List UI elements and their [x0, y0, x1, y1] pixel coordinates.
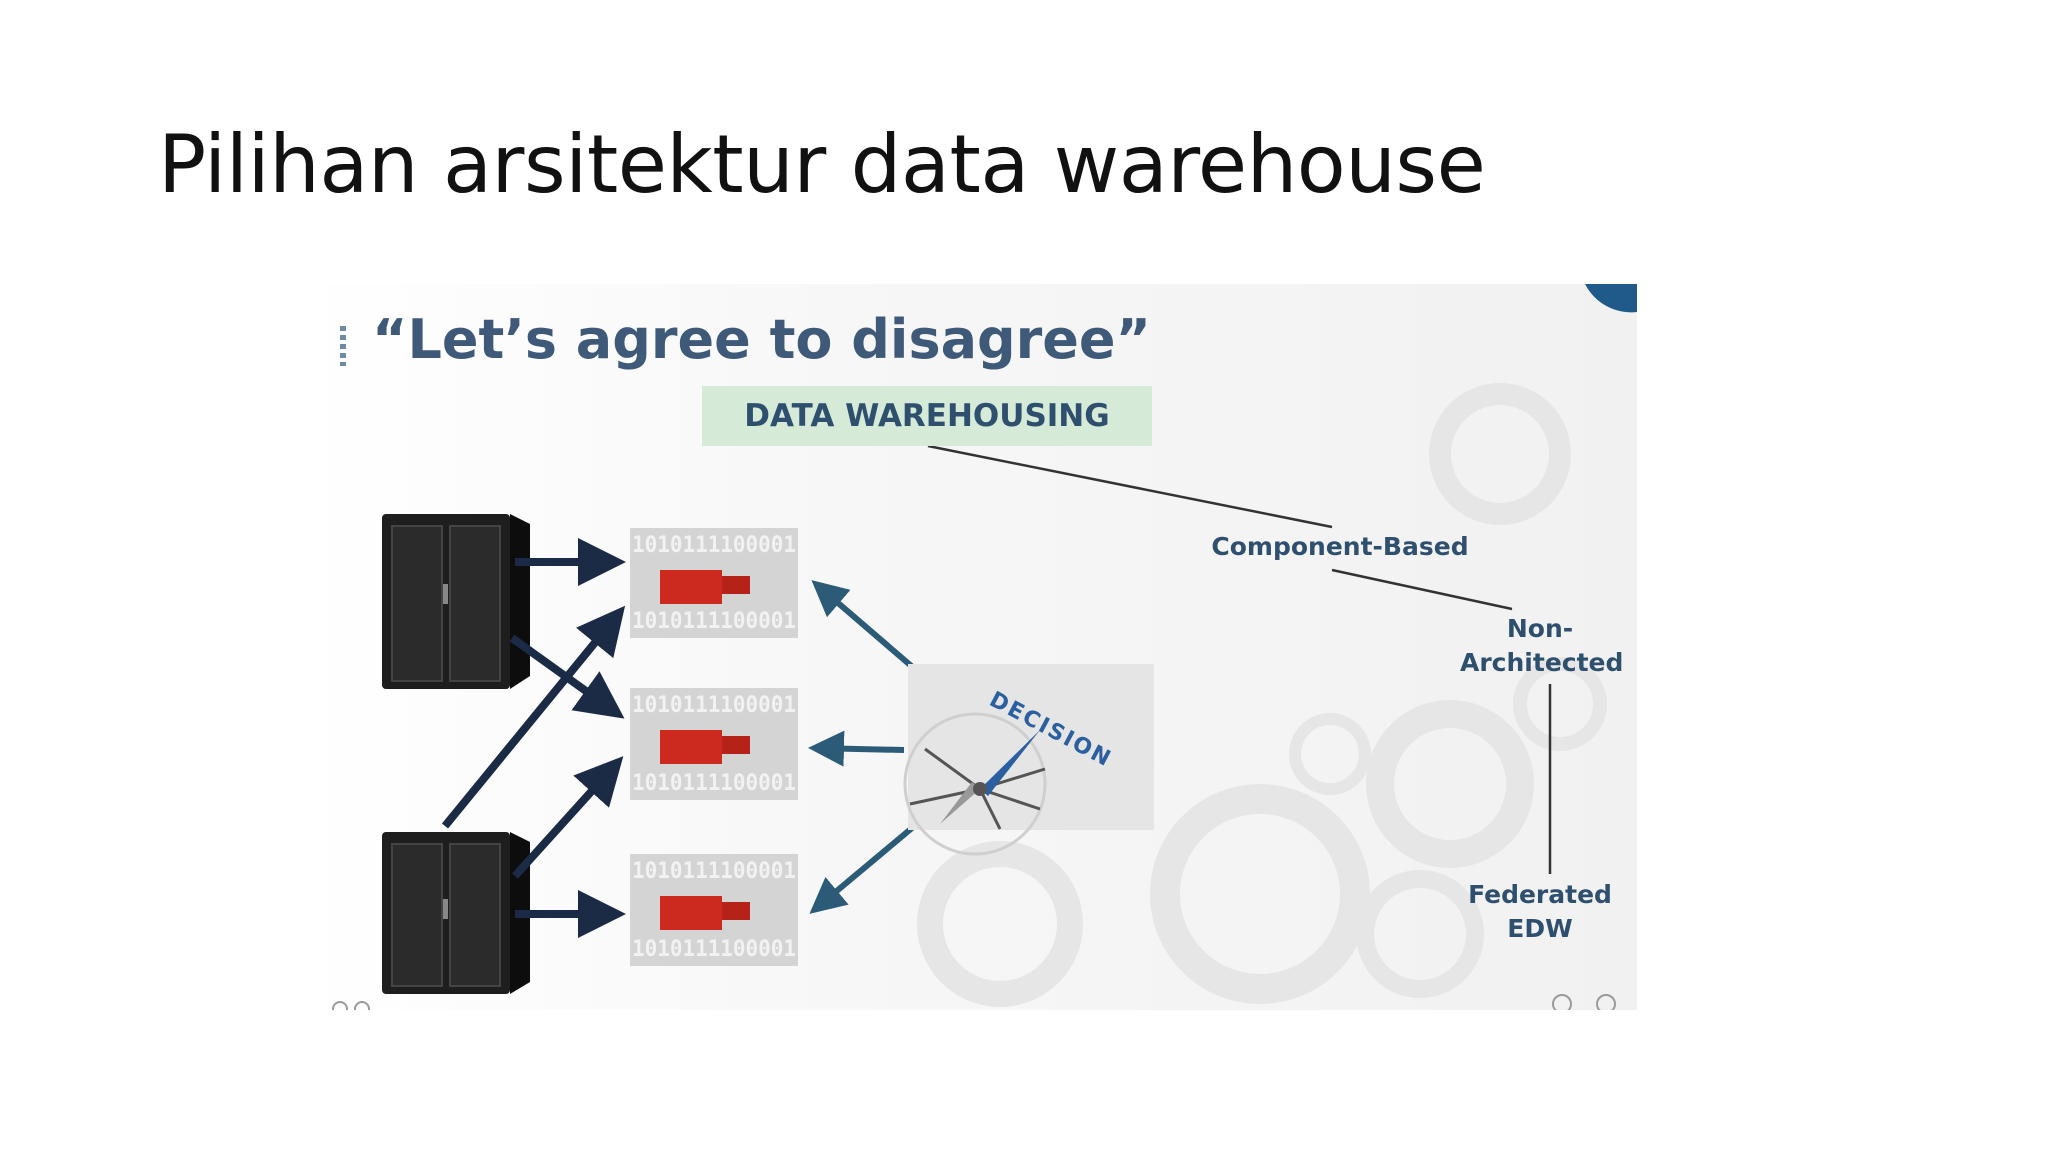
federated-line1: Federated: [1468, 880, 1612, 909]
node-non-architected: Non- Architected: [1460, 612, 1624, 680]
server-bottom-icon: [382, 832, 530, 994]
arrow-server2-to-data2: [512, 756, 624, 879]
decision-compass-image: [903, 664, 1154, 856]
binary-text-3b: 1010111100001: [632, 937, 796, 962]
quote-heading: “Let’s agree to disagree”: [372, 308, 1152, 371]
binary-text-2b: 1010111100001: [632, 771, 796, 796]
node-component-based: Component-Based: [1200, 530, 1480, 564]
data-warehousing-label: DATA WAREHOUSING: [744, 398, 1110, 434]
diagram-canvas: 1010111100001 1010111100001 101011110000…: [332, 284, 1637, 1010]
binary-text-1a: 1010111100001: [632, 533, 796, 558]
data-warehousing-banner: DATA WAREHOUSING: [702, 386, 1152, 446]
server-top-icon: [382, 514, 530, 689]
arrow-decision-to-data3: [809, 825, 914, 914]
embedded-slide-image: 1010111100001 1010111100001 101011110000…: [300, 284, 1637, 1010]
background-gears: [917, 383, 1607, 1007]
binary-data-block-2: [630, 688, 798, 800]
arrow-server2-to-data1: [441, 605, 626, 829]
binary-text-2a: 1010111100001: [632, 693, 796, 718]
node-federated-edw: Federated EDW: [1460, 878, 1620, 946]
binary-data-block-3: [630, 854, 798, 966]
binary-text-3a: 1010111100001: [632, 859, 796, 884]
slide-title: Pilihan arsitektur data warehouse: [158, 118, 1486, 211]
non-architected-line1: Non-: [1506, 614, 1574, 643]
federated-line2: EDW: [1507, 914, 1573, 943]
non-architected-line2: Architected: [1460, 648, 1624, 677]
corner-decoration: [1585, 284, 1637, 313]
binary-text-1b: 1010111100001: [632, 609, 796, 634]
binary-data-block-1: [630, 528, 798, 638]
arrow-decision-to-data1: [811, 580, 918, 673]
slide-nav-toolbar[interactable]: [332, 994, 1616, 1010]
component-based-label: Component-Based: [1211, 532, 1469, 561]
connector-component-to-nonarch: [1331, 568, 1513, 611]
connector-banner-to-component: [927, 444, 1333, 529]
arrow-decision-to-data2: [808, 730, 905, 767]
title-dot-bar: [340, 326, 346, 366]
